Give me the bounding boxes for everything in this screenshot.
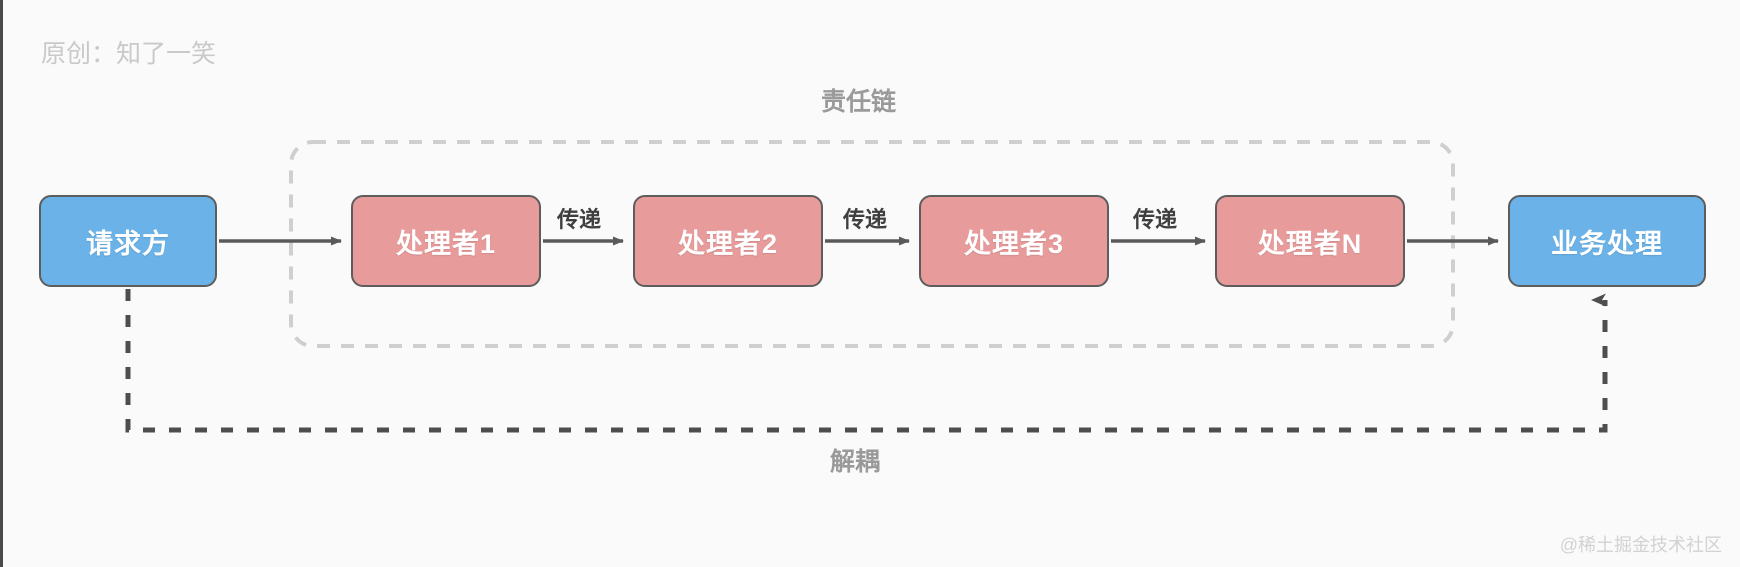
node-handler-2[interactable]: 处理者2 xyxy=(633,195,823,287)
node-handler-1-label: 处理者1 xyxy=(395,228,497,259)
edge-label-decouple: 解耦 xyxy=(830,448,881,476)
watermark-community: @稀土掘金技术社区 xyxy=(1559,535,1722,555)
node-business-processing[interactable]: 业务处理 xyxy=(1508,195,1706,287)
node-handler-3[interactable]: 处理者3 xyxy=(919,195,1109,287)
watermark-author: 原创：知了一笑 xyxy=(41,40,217,68)
edge-label-pass-1: 传递 xyxy=(557,207,602,232)
node-handler-1[interactable]: 处理者1 xyxy=(351,195,541,287)
node-handler-3-label: 处理者3 xyxy=(963,228,1065,259)
chain-group-boundary xyxy=(289,140,1455,348)
node-requester-label: 请求方 xyxy=(86,228,170,259)
node-handler-n[interactable]: 处理者N xyxy=(1215,195,1405,287)
diagram-vector-layer xyxy=(125,140,1608,433)
node-business-processing-label: 业务处理 xyxy=(1551,228,1663,259)
edge-label-pass-2: 传递 xyxy=(843,207,888,232)
node-handler-n-label: 处理者N xyxy=(1257,228,1363,259)
node-handler-2-label: 处理者2 xyxy=(677,228,779,259)
chain-group-title: 责任链 xyxy=(821,88,897,116)
dashed-feedback-path xyxy=(125,289,1608,433)
node-requester[interactable]: 请求方 xyxy=(39,195,217,287)
edge-label-pass-3: 传递 xyxy=(1133,207,1178,232)
